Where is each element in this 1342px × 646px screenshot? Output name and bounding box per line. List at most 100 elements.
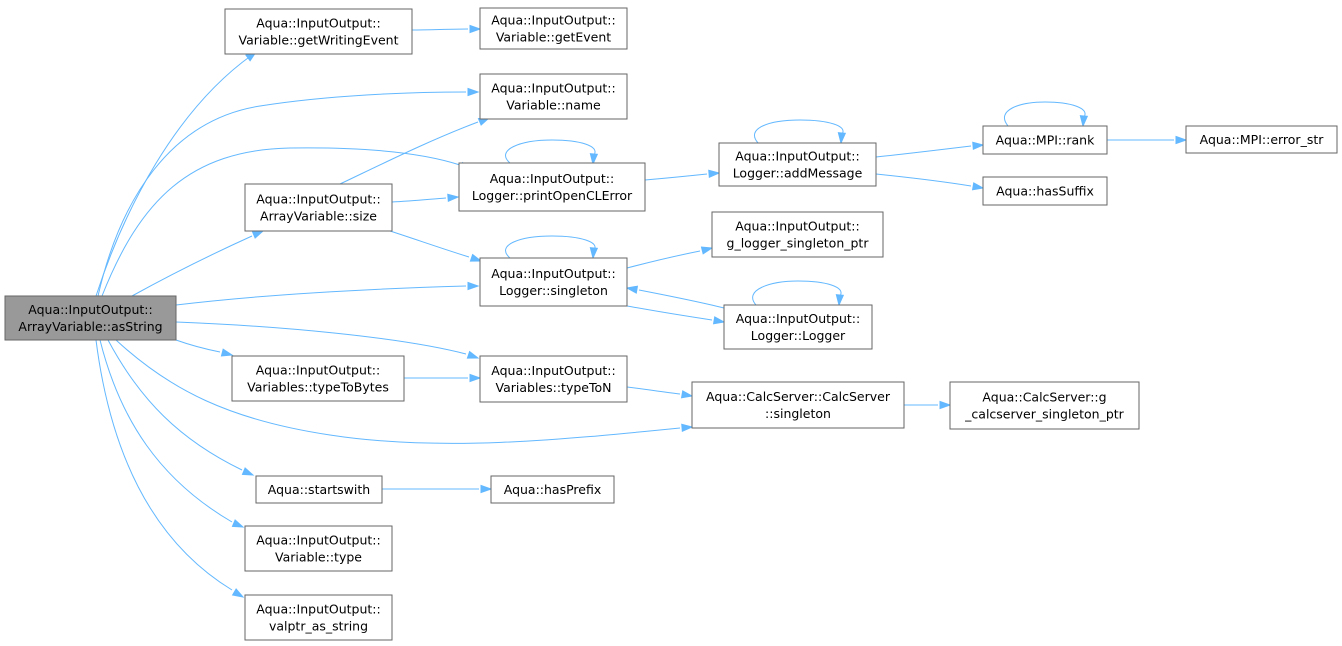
edge-asString-to-typeToN (175, 321, 480, 359)
edge-asString-to-singleton (175, 281, 480, 306)
node-Logger[interactable]: Aqua::InputOutput::Logger::Logger (723, 304, 873, 350)
node-hasPrefix[interactable]: Aqua::hasPrefix (490, 475, 615, 504)
node-label: Variable::getWritingEvent (238, 33, 398, 48)
edge-rank-to-rank (1004, 101, 1089, 128)
node-label: Aqua::InputOutput:: (735, 219, 859, 234)
node-label: _calcserver_singleton_ptr (964, 407, 1125, 422)
node-box (1185, 125, 1338, 154)
node-label: ArrayVariable::size (260, 209, 377, 224)
node-label: Aqua::InputOutput:: (736, 311, 860, 326)
node-label: Aqua::InputOutput:: (491, 13, 615, 28)
node-label: Aqua::startswith (268, 482, 370, 497)
node-label: Aqua::CalcServer::CalcServer (706, 389, 891, 404)
edge-singleton-to-Logger (626, 305, 726, 325)
edge-printOpenCLError-to-addMessage (644, 169, 721, 181)
node-label: Variables::typeToN (496, 380, 612, 395)
node-g_calc[interactable]: Aqua::CalcServer::g_calcserver_singleton… (949, 381, 1140, 430)
node-label: Aqua::InputOutput:: (256, 16, 380, 31)
node-box (244, 525, 393, 572)
node-label: valptr_as_string (269, 619, 368, 634)
node-label: Variable::getEvent (496, 30, 611, 45)
node-label: Logger::addMessage (733, 166, 863, 181)
node-label: Aqua::InputOutput:: (256, 363, 380, 378)
node-label: Logger::singleton (499, 283, 608, 298)
node-typeToBytes[interactable]: Aqua::InputOutput::Variables::typeToByte… (231, 355, 405, 402)
node-label: Variables::typeToBytes (247, 380, 389, 395)
edge-size-to-singleton (389, 230, 483, 262)
edge-Logger-to-Logger (752, 280, 845, 307)
node-box (982, 176, 1108, 206)
node-box (691, 381, 905, 429)
edge-rank-to-error_str (1107, 135, 1188, 145)
node-g_logger[interactable]: Aqua::InputOutput::g_logger_singleton_pt… (711, 211, 884, 258)
edge-singleton-to-g_logger (626, 246, 714, 269)
node-typeToN[interactable]: Aqua::InputOutput::Variables::typeToN (479, 355, 628, 403)
node-label: Aqua::InputOutput:: (491, 363, 615, 378)
node-label: ::singleton (765, 406, 831, 421)
edge-size-to-printOpenCLError (391, 193, 460, 203)
node-label: Aqua::hasPrefix (504, 482, 602, 497)
node-error_str[interactable]: Aqua::MPI::error_str (1185, 125, 1338, 154)
edge-addMessage-to-addMessage (754, 119, 847, 145)
node-box (244, 594, 393, 641)
node-label: Aqua::CalcServer::g (982, 390, 1106, 405)
node-label: Aqua::InputOutput:: (735, 149, 859, 164)
node-box (231, 355, 405, 402)
edge-typeToBytes-to-typeToN (403, 373, 482, 383)
edge-asString-to-type (99, 339, 245, 528)
edge-asString-to-startswith (107, 339, 255, 476)
node-type[interactable]: Aqua::InputOutput::Variable::type (244, 525, 393, 572)
node-label: ArrayVariable::asString (18, 319, 162, 334)
node-box (949, 381, 1140, 430)
edge-Logger-to-singleton (625, 285, 725, 309)
edge-singleton-to-singleton (505, 235, 599, 260)
node-addMessage[interactable]: Aqua::InputOutput::Logger::addMessage (718, 142, 877, 187)
node-box (711, 211, 884, 258)
node-size[interactable]: Aqua::InputOutput::ArrayVariable::size (244, 183, 393, 232)
edge-asString-to-name (97, 87, 480, 297)
node-asString: Aqua::InputOutput::ArrayVariable::asStri… (4, 295, 177, 341)
node-box (490, 475, 615, 504)
node-hasSuffix[interactable]: Aqua::hasSuffix (982, 176, 1108, 206)
node-label: Aqua::MPI::error_str (1200, 132, 1325, 147)
node-label: Aqua::InputOutput:: (491, 81, 615, 96)
node-label: Logger::printOpenCLError (472, 188, 633, 203)
node-name[interactable]: Aqua::InputOutput::Variable::name (479, 73, 628, 120)
node-label: Aqua::InputOutput:: (256, 192, 380, 207)
node-box (479, 355, 628, 403)
node-box (479, 7, 628, 50)
call-edges (95, 24, 1188, 598)
node-label: Aqua::InputOutput:: (256, 533, 380, 548)
call-nodes: Aqua::InputOutput::ArrayVariable::asStri… (4, 7, 1338, 641)
node-startswith[interactable]: Aqua::startswith (255, 475, 383, 504)
node-getWritingEvent[interactable]: Aqua::InputOutput::Variable::getWritingE… (224, 8, 413, 55)
edge-asString-to-valptr (95, 339, 245, 598)
node-label: Aqua::InputOutput:: (490, 171, 614, 186)
node-printOpenCLError[interactable]: Aqua::InputOutput::Logger::printOpenCLEr… (458, 162, 646, 212)
node-getEvent[interactable]: Aqua::InputOutput::Variable::getEvent (479, 7, 628, 50)
edge-asString-to-typeToBytes (175, 339, 234, 357)
node-calcSingleton[interactable]: Aqua::CalcServer::CalcServer::singleton (691, 381, 905, 429)
node-label: Variable::name (506, 98, 601, 113)
edge-addMessage-to-rank (875, 141, 985, 158)
node-label: g_logger_singleton_ptr (727, 236, 870, 251)
edge-typeToN-to-calcSingleton (626, 386, 694, 399)
node-singleton[interactable]: Aqua::InputOutput::Logger::singleton (479, 257, 628, 307)
node-label: Aqua::InputOutput:: (256, 602, 380, 617)
node-box (4, 295, 177, 341)
node-rank[interactable]: Aqua::MPI::rank (982, 125, 1108, 155)
node-box (479, 257, 628, 307)
node-label: Variable::type (275, 550, 362, 565)
node-box (982, 125, 1108, 155)
edge-startswith-to-hasPrefix (382, 484, 493, 494)
edge-calcSingleton-to-g_calc (904, 400, 952, 410)
node-label: Aqua::MPI::rank (996, 133, 1095, 148)
edge-getWritingEvent-to-getEvent (411, 24, 482, 34)
node-valptr[interactable]: Aqua::InputOutput::valptr_as_string (244, 594, 393, 641)
edge-addMessage-to-hasSuffix (875, 173, 985, 191)
node-box (458, 162, 646, 212)
node-box (244, 183, 393, 232)
node-box (723, 304, 873, 350)
edge-asString-to-calcSingleton (115, 339, 694, 444)
